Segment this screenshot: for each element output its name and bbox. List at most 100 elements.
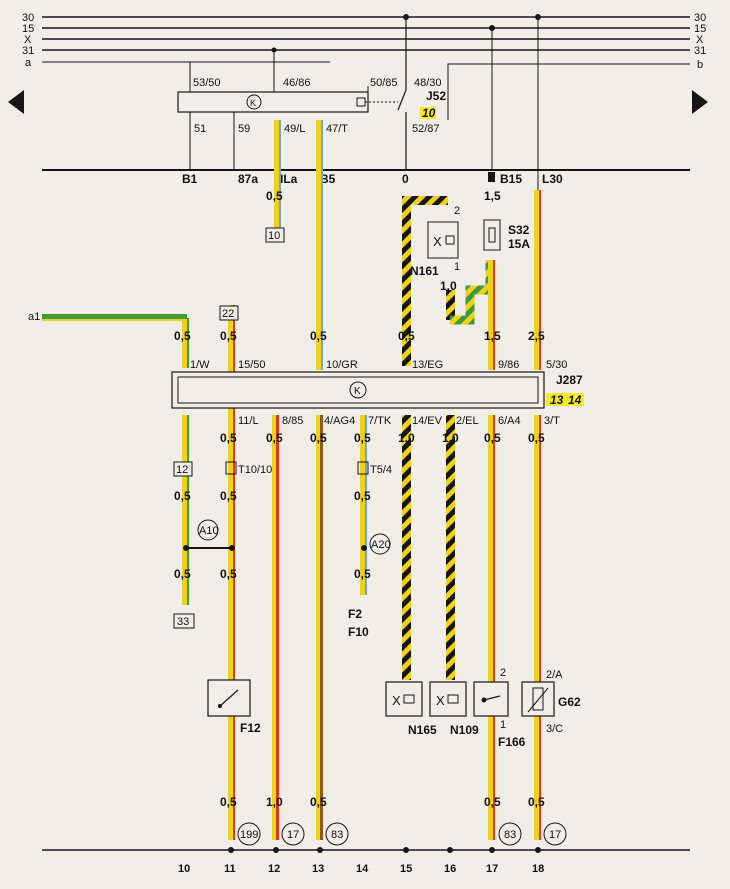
bus-label-right-31: 31 bbox=[694, 45, 706, 57]
j52-pin-47-t: 47/T bbox=[326, 123, 348, 135]
j52-pin-48-30: 48/30 bbox=[414, 77, 442, 89]
column-11: 11 bbox=[224, 863, 236, 875]
j287-pin-1-w: 1/W bbox=[190, 359, 210, 371]
valve-n165: X bbox=[385, 681, 423, 717]
column-15: 15 bbox=[400, 863, 412, 875]
n161-pin-bottom: 1 bbox=[454, 261, 460, 273]
j52-pin-51: 51 bbox=[194, 123, 206, 135]
switch-f12 bbox=[207, 679, 251, 717]
control-unit-j287: K bbox=[171, 371, 545, 409]
size-c10-upper: 0,5 bbox=[174, 329, 191, 343]
svg-text:K: K bbox=[354, 386, 361, 397]
terminal-dots bbox=[228, 847, 541, 853]
wire-col-13 bbox=[316, 120, 323, 840]
next-page-arrow-icon[interactable] bbox=[692, 90, 708, 114]
g62-pin-top: 2/A bbox=[546, 669, 563, 681]
size-c18-upper: 2,5 bbox=[528, 329, 545, 343]
j287-pin-10-gr: 10/GR bbox=[326, 359, 358, 371]
column-18: 18 bbox=[532, 863, 544, 875]
connector-t10: T10/10 bbox=[238, 464, 272, 476]
size-c14-mid2: 0,5 bbox=[354, 567, 371, 581]
j52-name: J52 bbox=[426, 89, 446, 103]
ref-box-22: 22 bbox=[222, 308, 234, 320]
size-c16-lower: 1,0 bbox=[442, 431, 459, 445]
wire-col-12 bbox=[272, 120, 281, 840]
j287-ref-13: 13 bbox=[550, 393, 564, 407]
prev-page-arrow-icon[interactable] bbox=[8, 90, 24, 114]
size-c10-mid1: 0,5 bbox=[174, 489, 191, 503]
size-c17-lower: 0,5 bbox=[484, 431, 501, 445]
bus-label-left-30: 30 bbox=[22, 12, 34, 24]
j52-pin-46-86: 46/86 bbox=[283, 77, 311, 89]
switch-f166 bbox=[473, 681, 509, 717]
conn-87a: 87a bbox=[238, 172, 258, 186]
splice-a20: A20 bbox=[371, 539, 391, 551]
n165-label: N165 bbox=[408, 723, 437, 737]
splice-a10: A10 bbox=[199, 525, 219, 537]
j287-pin-13-eg: 13/EG bbox=[412, 359, 443, 371]
conn-b5: B5 bbox=[320, 172, 336, 186]
size-c15-lower: 1,0 bbox=[398, 431, 415, 445]
ground-ref-199: 199 bbox=[240, 829, 258, 841]
n109-label: N109 bbox=[450, 723, 479, 737]
j52-pin-52-87: 52/87 bbox=[412, 123, 440, 135]
bus-label-right-30: 30 bbox=[694, 12, 706, 24]
wire-col-16 bbox=[446, 415, 455, 680]
s32-label: S32 bbox=[508, 223, 530, 237]
j287-pin-4-ag4: 4/AG4 bbox=[324, 415, 355, 427]
conn-b1: B1 bbox=[182, 172, 198, 186]
size-c15-upper: 0,5 bbox=[398, 329, 415, 343]
j52-pin-50-85: 50/85 bbox=[370, 77, 398, 89]
conn-b15: B15 bbox=[500, 172, 522, 186]
wire-col-10 bbox=[182, 318, 189, 605]
j52-ref: 10 bbox=[422, 106, 436, 120]
f12-label: F12 bbox=[240, 721, 261, 735]
ref-box-12: 12 bbox=[176, 464, 188, 476]
g62-label: G62 bbox=[558, 695, 581, 709]
size-c11-lower: 0,5 bbox=[220, 431, 237, 445]
connector-t5: T5/4 bbox=[370, 464, 392, 476]
ref-box-10: 10 bbox=[268, 230, 280, 242]
column-12: 12 bbox=[268, 863, 280, 875]
relay-legs bbox=[189, 112, 235, 170]
ref-box-33: 33 bbox=[177, 616, 189, 628]
j287-pin-11-l: 11/L bbox=[238, 415, 259, 427]
column-17: 17 bbox=[486, 863, 498, 875]
wire-col-14 bbox=[360, 415, 367, 595]
j287-pin-5-30: 5/30 bbox=[546, 359, 567, 371]
j287-pin-7-tk: 7/TK bbox=[368, 415, 392, 427]
bus-b-line bbox=[447, 63, 690, 120]
svg-text:X: X bbox=[392, 693, 401, 708]
bus-label-left-31: 31 bbox=[22, 45, 34, 57]
g62-pin-bottom: 3/C bbox=[546, 723, 563, 735]
ground-refs bbox=[237, 822, 567, 846]
n161-valve: X bbox=[427, 221, 459, 259]
n161-label: N161 bbox=[410, 264, 439, 278]
conn-0: 0 bbox=[402, 172, 409, 186]
size-c11-upper: 0,5 bbox=[220, 329, 237, 343]
fuse-f10: F10 bbox=[348, 625, 369, 639]
j287-pin-15-50: 15/50 bbox=[238, 359, 266, 371]
wire-col-15-top bbox=[402, 196, 411, 366]
wire-col-15 bbox=[402, 415, 411, 680]
j287-name: J287 bbox=[556, 373, 583, 387]
column-10: 10 bbox=[178, 863, 190, 875]
wire-col-18 bbox=[534, 190, 541, 840]
j287-pin-2-el: 2/EL bbox=[456, 415, 479, 427]
conn-ila: ILa bbox=[280, 172, 298, 186]
column-13: 13 bbox=[312, 863, 324, 875]
bus-label-left-15: 15 bbox=[22, 23, 34, 35]
wire-col-17 bbox=[488, 260, 495, 840]
svg-text:X: X bbox=[433, 234, 442, 249]
ground-ref-83a: 83 bbox=[331, 829, 343, 841]
f166-label: F166 bbox=[498, 735, 526, 749]
wire-col-15-loop bbox=[402, 196, 448, 205]
ground-ref-17a: 17 bbox=[287, 829, 299, 841]
size-c13-upper: 0,5 bbox=[310, 329, 327, 343]
bus-label-right-15: 15 bbox=[694, 23, 706, 35]
j52-pin-53-50: 53/50 bbox=[193, 77, 221, 89]
valve-n109: X bbox=[429, 681, 467, 717]
size-c14-mid: 0,5 bbox=[354, 489, 371, 503]
j287-pin-8-85: 8/85 bbox=[282, 415, 303, 427]
